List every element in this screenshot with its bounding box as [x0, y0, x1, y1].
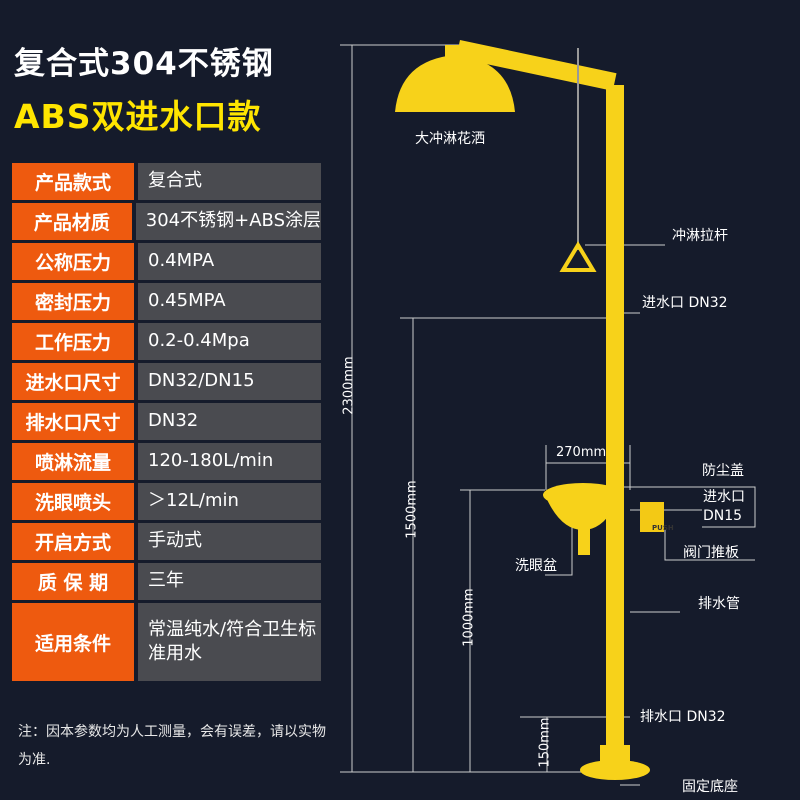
- label-pull-rod: 冲淋拉杆: [672, 228, 728, 244]
- title-line-1: 复合式304不锈钢: [14, 46, 274, 82]
- spec-label: 密封压力: [12, 283, 134, 320]
- spec-value: 304不锈钢+ABS涂层: [135, 203, 321, 240]
- spec-value: 复合式: [138, 163, 321, 200]
- spec-value: 常温纯水/符合卫生标准用水: [138, 603, 321, 681]
- spec-label: 产品款式: [12, 163, 134, 200]
- spec-row: 开启方式手动式: [12, 523, 321, 560]
- push-label: PUSH: [652, 524, 674, 532]
- spec-row: 适用条件常温纯水/符合卫生标准用水: [12, 603, 321, 681]
- dim-bowl-width: 270mm: [556, 445, 607, 460]
- spec-value: 120-180L/min: [138, 443, 321, 480]
- spec-row: 质 保 期三年: [12, 563, 321, 600]
- spec-label: 质 保 期: [12, 563, 134, 600]
- label-inlet-eye: 进水口 DN15: [703, 489, 745, 524]
- dim-inlet-height: 1500mm: [404, 480, 420, 539]
- disclaimer-note: 注：因本参数均为人工测量，会有误差，请以实物为准.: [18, 724, 326, 768]
- dimension-lines: [340, 44, 756, 786]
- spec-row: 洗眼喷头＞12L/min: [12, 483, 321, 520]
- spec-value: 0.2-0.4Mpa: [138, 323, 321, 360]
- label-base: 固定底座: [682, 779, 738, 795]
- spec-value: 0.4MPA: [138, 243, 321, 280]
- spec-value: 三年: [138, 563, 321, 600]
- spec-label: 工作压力: [12, 323, 134, 360]
- spec-value: ＞12L/min: [138, 483, 321, 520]
- spec-label: 进水口尺寸: [12, 363, 134, 400]
- label-drain-outlet: 排水口 DN32: [640, 709, 726, 725]
- spec-value: DN32: [138, 403, 321, 440]
- label-shower-head: 大冲淋花洒: [415, 131, 485, 147]
- spec-label: 开启方式: [12, 523, 134, 560]
- dim-bowl-height: 1000mm: [461, 588, 477, 647]
- label-valve-plate: 阀门推板: [683, 545, 739, 561]
- spec-label: 洗眼喷头: [12, 483, 134, 520]
- title-line-2: ABS双进水口款: [14, 97, 262, 136]
- spec-value: DN32/DN15: [138, 363, 321, 400]
- spec-label: 公称压力: [12, 243, 134, 280]
- spec-label: 排水口尺寸: [12, 403, 134, 440]
- spec-value: 手动式: [138, 523, 321, 560]
- spec-label: 适用条件: [12, 603, 134, 681]
- label-drain-pipe: 排水管: [698, 596, 740, 612]
- dim-total-height: 2300mm: [341, 356, 357, 415]
- label-eye-bowl: 洗眼盆: [515, 558, 557, 574]
- spec-value: 0.45MPA: [138, 283, 321, 320]
- eyewash-shower-illustration: [395, 40, 664, 780]
- spec-row: 产品款式复合式: [12, 163, 321, 200]
- spec-label: 喷淋流量: [12, 443, 134, 480]
- label-inlet-top: 进水口 DN32: [642, 295, 728, 311]
- dim-base-height: 150mm: [537, 717, 553, 768]
- label-dust-cover: 防尘盖: [702, 463, 744, 479]
- spec-label: 产品材质: [12, 203, 132, 240]
